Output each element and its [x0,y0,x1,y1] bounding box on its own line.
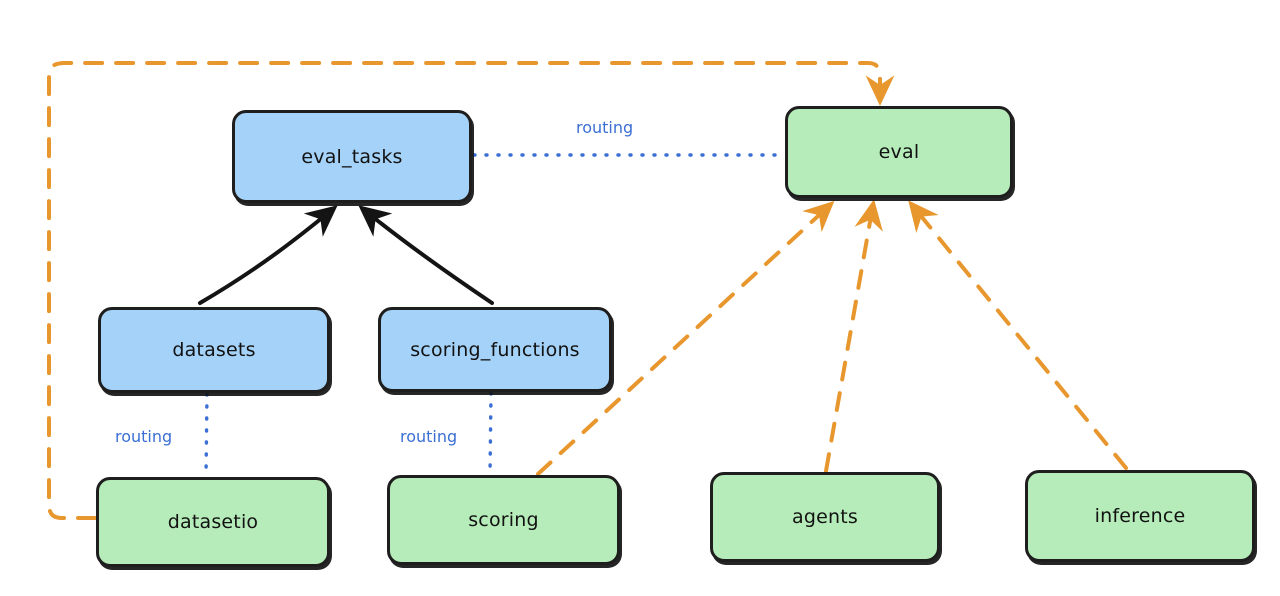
node-eval[interactable]: eval [785,106,1013,198]
node-inference[interactable]: inference [1025,470,1255,562]
edge-inference-to-eval [908,200,1128,470]
edge-datasets-to-eval-tasks [198,205,338,305]
node-scoring[interactable]: scoring [387,475,620,565]
edge-scoring-to-eval [536,200,835,476]
edge-label-routing-scoring-functions-scoring: routing [400,427,458,446]
node-label: eval_tasks [301,145,403,168]
edge-agents-to-eval [824,199,883,473]
edge-scoring-functions-to-scoring [488,391,493,477]
node-datasets[interactable]: datasets [98,307,330,393]
node-eval-tasks[interactable]: eval_tasks [232,110,472,203]
edge-label-routing-datasets-datasetio: routing [115,427,173,446]
node-label: datasets [172,339,256,361]
edge-scoring-functions-to-eval-tasks [358,205,494,305]
node-datasetio[interactable]: datasetio [96,477,330,567]
node-agents[interactable]: agents [710,472,940,562]
node-label: eval [878,141,920,163]
node-scoring-functions[interactable]: scoring_functions [378,307,612,392]
node-label: agents [792,506,858,528]
node-label: datasetio [167,511,259,533]
edge-label-routing-eval-tasks-eval: routing [576,118,634,137]
node-label: scoring [468,509,539,531]
node-label: inference [1094,505,1186,527]
edge-datasets-to-datasetio [204,392,209,479]
node-label: scoring_functions [410,338,580,361]
edge-datasetio-to-eval [47,61,895,520]
